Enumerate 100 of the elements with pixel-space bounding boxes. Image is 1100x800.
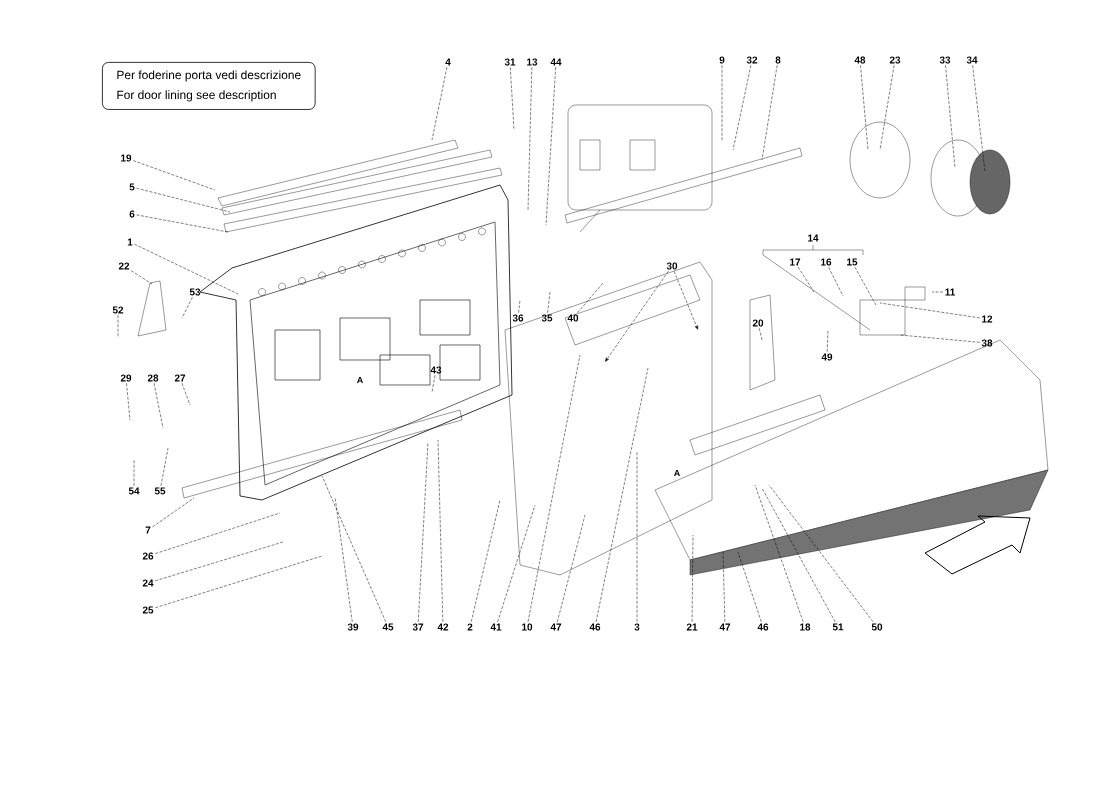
callout-number: 46 <box>757 623 769 631</box>
callout-number: 20 <box>752 319 764 327</box>
callout-number: 7 <box>145 526 151 534</box>
leader-line <box>732 65 752 151</box>
leader-line <box>879 65 895 151</box>
leader-line <box>722 551 726 623</box>
leader-line <box>155 555 323 608</box>
leader-line <box>754 484 804 622</box>
callout-number: 23 <box>889 56 901 64</box>
leader-line <box>527 354 581 622</box>
leader-line <box>321 475 386 623</box>
callout-number: 3 <box>634 623 640 631</box>
leader-line <box>636 451 638 622</box>
callout-number: 35 <box>541 314 553 322</box>
callout-number: 11 <box>945 288 955 296</box>
callout-number: 22 <box>118 262 130 270</box>
reference-letter: A <box>357 376 363 384</box>
callout-number: 51 <box>832 623 844 631</box>
callout-number: 1 <box>127 238 133 246</box>
leader-line <box>595 367 649 622</box>
callout-number: 49 <box>821 353 833 361</box>
callout-number: 47 <box>550 623 562 631</box>
leader-line <box>721 65 723 143</box>
callout-number: 55 <box>154 487 166 495</box>
leader-line <box>136 187 231 213</box>
leader-line <box>126 382 131 421</box>
leader-line <box>854 266 877 306</box>
leader-line <box>879 302 980 319</box>
leader-line <box>133 459 135 487</box>
leader-line <box>497 504 536 623</box>
callout-number: 21 <box>686 623 698 631</box>
note-box: Per foderine porta vedi descrizione For door lining see description <box>102 62 316 110</box>
leader-line <box>518 299 521 313</box>
leader-line <box>761 65 778 161</box>
leader-line <box>860 65 869 151</box>
callout-number: 31 <box>504 58 516 66</box>
leader-line <box>826 329 829 352</box>
callout-number: 5 <box>129 183 135 191</box>
leader-line <box>160 447 169 487</box>
callout-number: 33 <box>939 56 951 64</box>
leader-line <box>768 484 874 622</box>
leader-line <box>673 271 698 330</box>
callout-number: 32 <box>746 56 758 64</box>
callout-number: 39 <box>347 623 359 631</box>
leader-line <box>691 534 694 623</box>
callout-number: 48 <box>854 56 866 64</box>
leader-line <box>471 499 501 623</box>
callout-number: 30 <box>666 262 678 270</box>
leader-line <box>547 291 551 313</box>
callout-number: 8 <box>775 56 781 64</box>
leader-line <box>557 514 586 623</box>
leader-line <box>152 497 195 528</box>
callout-number: 18 <box>800 623 811 631</box>
callout-number: 14 <box>808 234 819 242</box>
callout-number: 40 <box>567 314 579 322</box>
callout-number: 16 <box>821 258 832 266</box>
leader-line <box>931 291 944 293</box>
callout-number: 38 <box>981 339 993 347</box>
callout-number: 42 <box>437 623 449 631</box>
leader-line <box>431 66 448 141</box>
leader-line <box>945 65 956 169</box>
leader-line <box>437 439 444 623</box>
leader-line <box>131 270 153 285</box>
callout-number: 6 <box>129 210 135 218</box>
leader-line <box>418 441 429 622</box>
callout-number: 2 <box>467 623 473 631</box>
leader-line <box>527 67 533 211</box>
leader-line <box>798 266 815 293</box>
callout-number: 10 <box>522 623 533 631</box>
leader-line <box>155 541 284 582</box>
callout-number: 46 <box>589 623 601 631</box>
callout-number: 41 <box>490 623 502 631</box>
leader-line <box>761 487 836 623</box>
callout-number: 17 <box>790 258 801 266</box>
leader-line <box>545 66 556 226</box>
callout-number: 36 <box>512 314 524 322</box>
leader-line <box>136 214 229 233</box>
leader-line <box>605 271 669 362</box>
callout-number: 13 <box>527 58 538 66</box>
callout-number: 45 <box>382 623 394 631</box>
leader-line <box>134 243 239 295</box>
leader-line <box>972 65 986 173</box>
leader-line <box>133 160 216 191</box>
leader-line <box>899 334 980 343</box>
callout-number: 44 <box>550 58 562 66</box>
callout-number: 52 <box>112 306 124 314</box>
callout-number: 12 <box>982 315 993 323</box>
callout-number: 43 <box>430 366 442 374</box>
reference-letter: A <box>674 469 680 477</box>
callout-number: 4 <box>445 58 451 66</box>
callout-number: 29 <box>120 374 132 382</box>
leader-line <box>153 382 164 429</box>
callout-number: 50 <box>871 623 883 631</box>
leader-line <box>577 282 604 313</box>
callout-number: 54 <box>128 487 140 495</box>
leader-line <box>828 266 844 297</box>
leader-line <box>510 67 515 131</box>
leader-line <box>431 375 436 393</box>
callout-number: 27 <box>174 374 186 382</box>
callout-number: 34 <box>966 56 978 64</box>
